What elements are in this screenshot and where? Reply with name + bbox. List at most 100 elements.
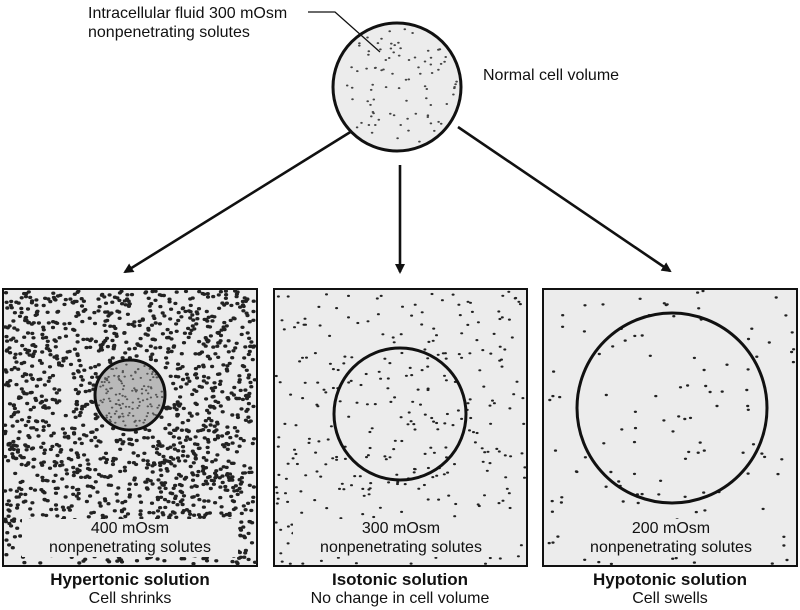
solute-dot <box>181 449 186 453</box>
solute-dot <box>137 368 140 370</box>
solute-dot <box>298 360 302 363</box>
solute-dot <box>166 347 171 351</box>
solute-dot <box>138 509 143 513</box>
solute-dot <box>303 381 307 384</box>
solute-dot <box>168 317 173 321</box>
solute-dot <box>193 352 198 356</box>
solute-dot <box>110 368 113 370</box>
solute-dot <box>121 388 125 391</box>
solute-dot <box>708 390 712 394</box>
solute-dot <box>212 381 217 385</box>
solute-dot <box>55 453 60 458</box>
solute-dot <box>173 301 178 306</box>
solute-dot <box>165 361 170 365</box>
solute-dot <box>150 482 155 486</box>
solute-dot <box>218 379 223 383</box>
solute-dot <box>125 293 130 297</box>
solute-dot <box>228 318 233 323</box>
solute-dot <box>386 387 390 390</box>
solute-dot <box>135 424 138 427</box>
solute-dot <box>218 495 223 500</box>
solute-dot <box>683 495 687 498</box>
solute-dot <box>662 419 666 422</box>
solute-dot <box>239 511 244 516</box>
solute-dot <box>140 392 144 395</box>
solute-dot <box>204 381 209 385</box>
solute-dot <box>182 477 187 481</box>
solute-dot <box>447 494 451 497</box>
solute-dot <box>476 321 480 324</box>
solute-dot <box>148 344 153 348</box>
solute-dot <box>547 541 551 545</box>
solute-dot <box>251 437 257 441</box>
solute-dot <box>132 324 137 328</box>
solute-dot <box>234 341 239 345</box>
solute-dot <box>171 428 177 432</box>
solute-dot <box>657 493 661 496</box>
solute-dot <box>19 306 24 311</box>
solute-dot <box>276 295 280 298</box>
solute-dot <box>138 512 143 517</box>
solute-dot <box>243 388 248 392</box>
solute-dot <box>64 485 69 489</box>
solute-dot <box>347 316 350 319</box>
solute-dot <box>76 491 81 496</box>
solute-dot <box>414 112 418 115</box>
solute-dot <box>163 505 168 510</box>
solute-dot <box>45 343 50 348</box>
solute-dot <box>201 423 206 427</box>
solute-dot <box>77 561 82 565</box>
solute-dot <box>226 350 231 354</box>
solute-dot <box>156 395 159 398</box>
solute-dot <box>64 468 69 472</box>
solute-dot <box>335 307 339 310</box>
solute-dot <box>223 344 228 348</box>
solute-dot <box>165 327 170 332</box>
solute-dot <box>85 474 90 478</box>
solute-dot <box>435 474 439 477</box>
solute-dot <box>215 434 220 438</box>
solute-dot <box>50 397 55 402</box>
solute-dot <box>417 66 420 69</box>
solute-dot <box>300 511 304 514</box>
solute-dot <box>497 450 501 453</box>
solute-dot <box>345 84 349 87</box>
solute-dot <box>196 446 201 451</box>
solute-dot <box>105 392 108 395</box>
solute-dot <box>106 390 110 393</box>
solute-dot <box>251 485 256 489</box>
solute-dot <box>118 404 122 407</box>
solute-dot <box>224 293 229 297</box>
solute-dot <box>62 431 67 435</box>
solute-dot <box>399 333 403 336</box>
solute-dot <box>411 400 415 403</box>
solute-dot <box>30 331 35 336</box>
solute-dot <box>227 361 232 366</box>
solute-dot <box>387 481 391 484</box>
solute-dot <box>366 454 370 457</box>
solute-dot <box>99 385 102 388</box>
solute-dot <box>239 407 244 411</box>
solute-dot <box>426 49 430 52</box>
solute-dot <box>317 305 321 308</box>
solute-dot <box>247 349 252 354</box>
solute-dot <box>159 444 164 448</box>
solute-dot <box>439 122 443 125</box>
solute-dot <box>291 457 295 460</box>
solute-dot <box>703 509 707 512</box>
solute-dot <box>162 559 167 563</box>
solute-dot <box>114 492 119 496</box>
solute-dot <box>187 509 192 514</box>
solute-dot <box>552 370 556 373</box>
solute-dot <box>112 509 117 513</box>
solute-dot <box>134 559 140 563</box>
solute-dot <box>518 303 522 306</box>
solute-dot <box>274 374 278 378</box>
solute-dot <box>278 381 282 384</box>
solute-dot <box>3 368 8 372</box>
solute-dot <box>304 474 308 477</box>
solute-dot <box>204 556 209 560</box>
solute-dot <box>340 482 344 485</box>
solute-dot <box>190 392 195 397</box>
solute-dot <box>247 336 252 340</box>
